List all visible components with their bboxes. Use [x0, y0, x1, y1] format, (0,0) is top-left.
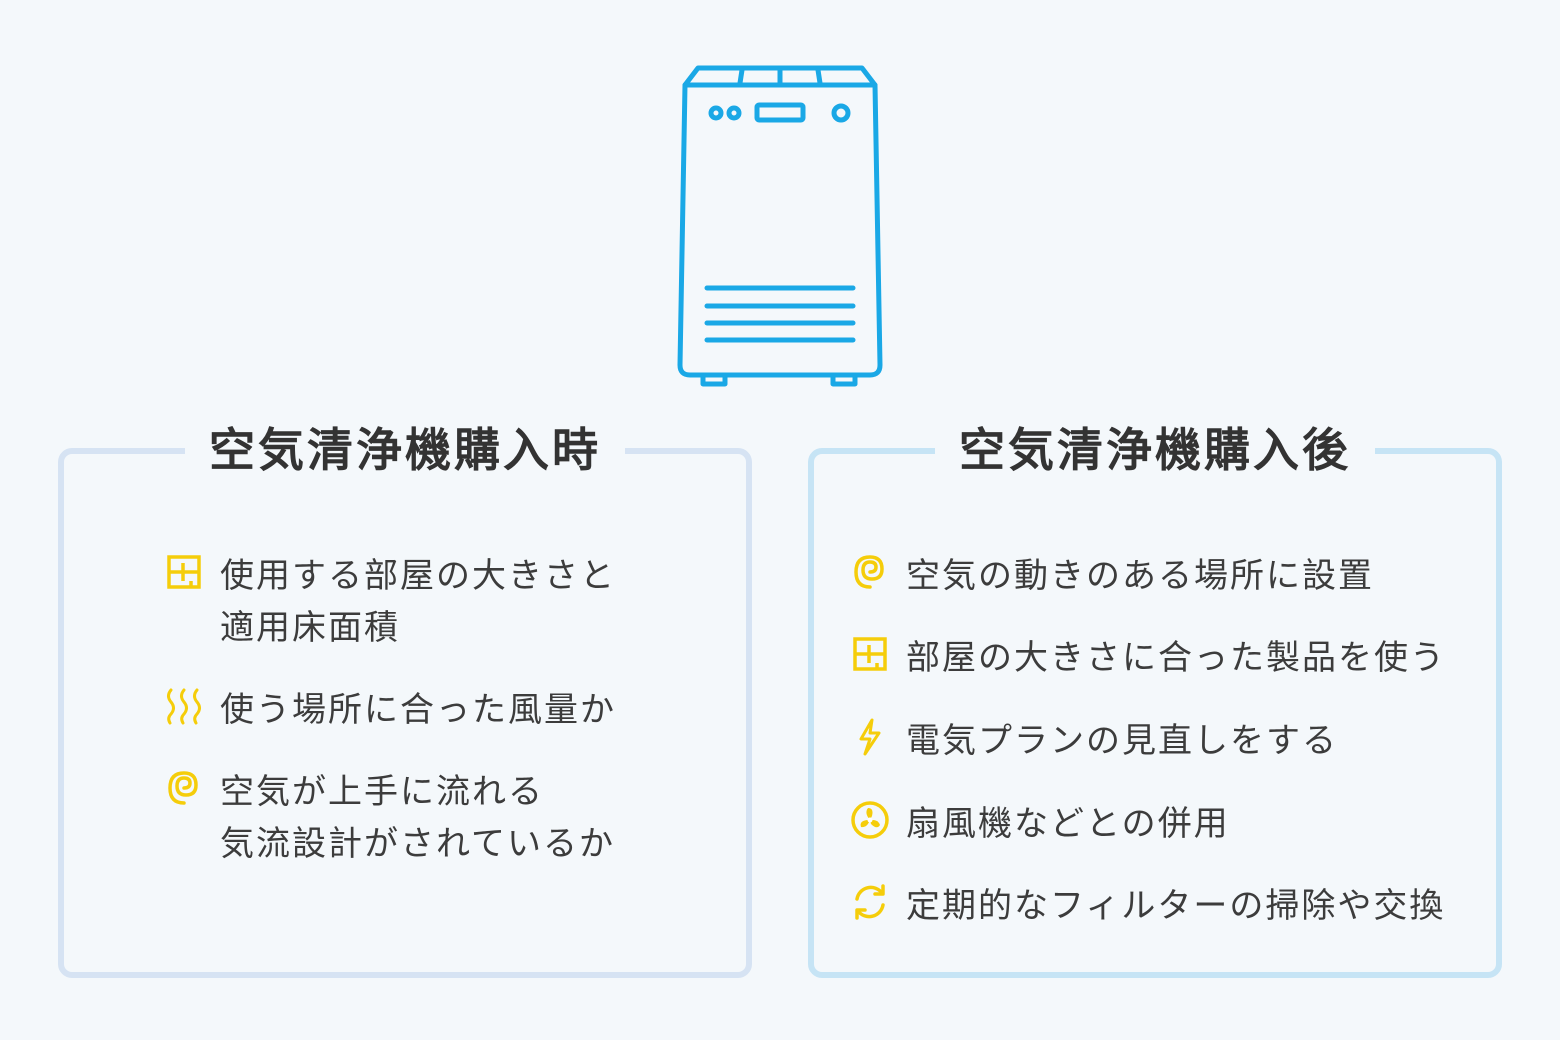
item-text: 使用する部屋の大きさと 適用床面積 [220, 556, 616, 648]
purchase-time-panel: 空気清浄機購入時 使用する部屋の大きさと 適用床面積 使う場所に合った風量か 空… [58, 418, 752, 978]
airflow-waves-icon [167, 688, 201, 725]
list-item: 扇風機などとの併用 [850, 798, 1230, 850]
list-item: 使う場所に合った風量か [164, 684, 616, 736]
item-text: 部屋の大きさに合った製品を使う [906, 638, 1446, 678]
item-text: 定期的なフィルターの掃除や交換 [906, 886, 1446, 926]
after-purchase-panel: 空気清浄機購入後 空気の動きのある場所に設置 部屋の大きさに合った製品を使う 電… [808, 418, 1502, 978]
list-item: 空気の動きのある場所に設置 [850, 550, 1374, 602]
list-item: 部屋の大きさに合った製品を使う [850, 632, 1446, 684]
spiral-icon [168, 771, 198, 805]
item-text: 空気が上手に流れる 気流設計がされているか [220, 772, 615, 864]
panel-title: 空気清浄機購入時 [185, 418, 625, 482]
room-layout-icon [853, 637, 887, 671]
room-layout-icon [167, 555, 201, 589]
item-text: 扇風機などとの併用 [906, 804, 1230, 844]
spiral-icon [854, 555, 884, 589]
item-text: 使う場所に合った風量か [220, 690, 616, 730]
panel-title: 空気清浄機購入後 [935, 418, 1375, 482]
list-item: 使用する部屋の大きさと 適用床面積 [164, 550, 616, 654]
air-purifier-icon [677, 65, 883, 387]
list-item: 電気プランの見直しをする [850, 715, 1338, 767]
refresh-icon [855, 884, 885, 920]
list-item: 空気が上手に流れる 気流設計がされているか [164, 766, 615, 870]
item-text: 電気プランの見直しをする [906, 721, 1338, 761]
item-text: 空気の動きのある場所に設置 [906, 556, 1374, 596]
list-item: 定期的なフィルターの掃除や交換 [850, 880, 1445, 932]
fan-icon [851, 801, 889, 839]
lightning-icon [859, 718, 881, 756]
